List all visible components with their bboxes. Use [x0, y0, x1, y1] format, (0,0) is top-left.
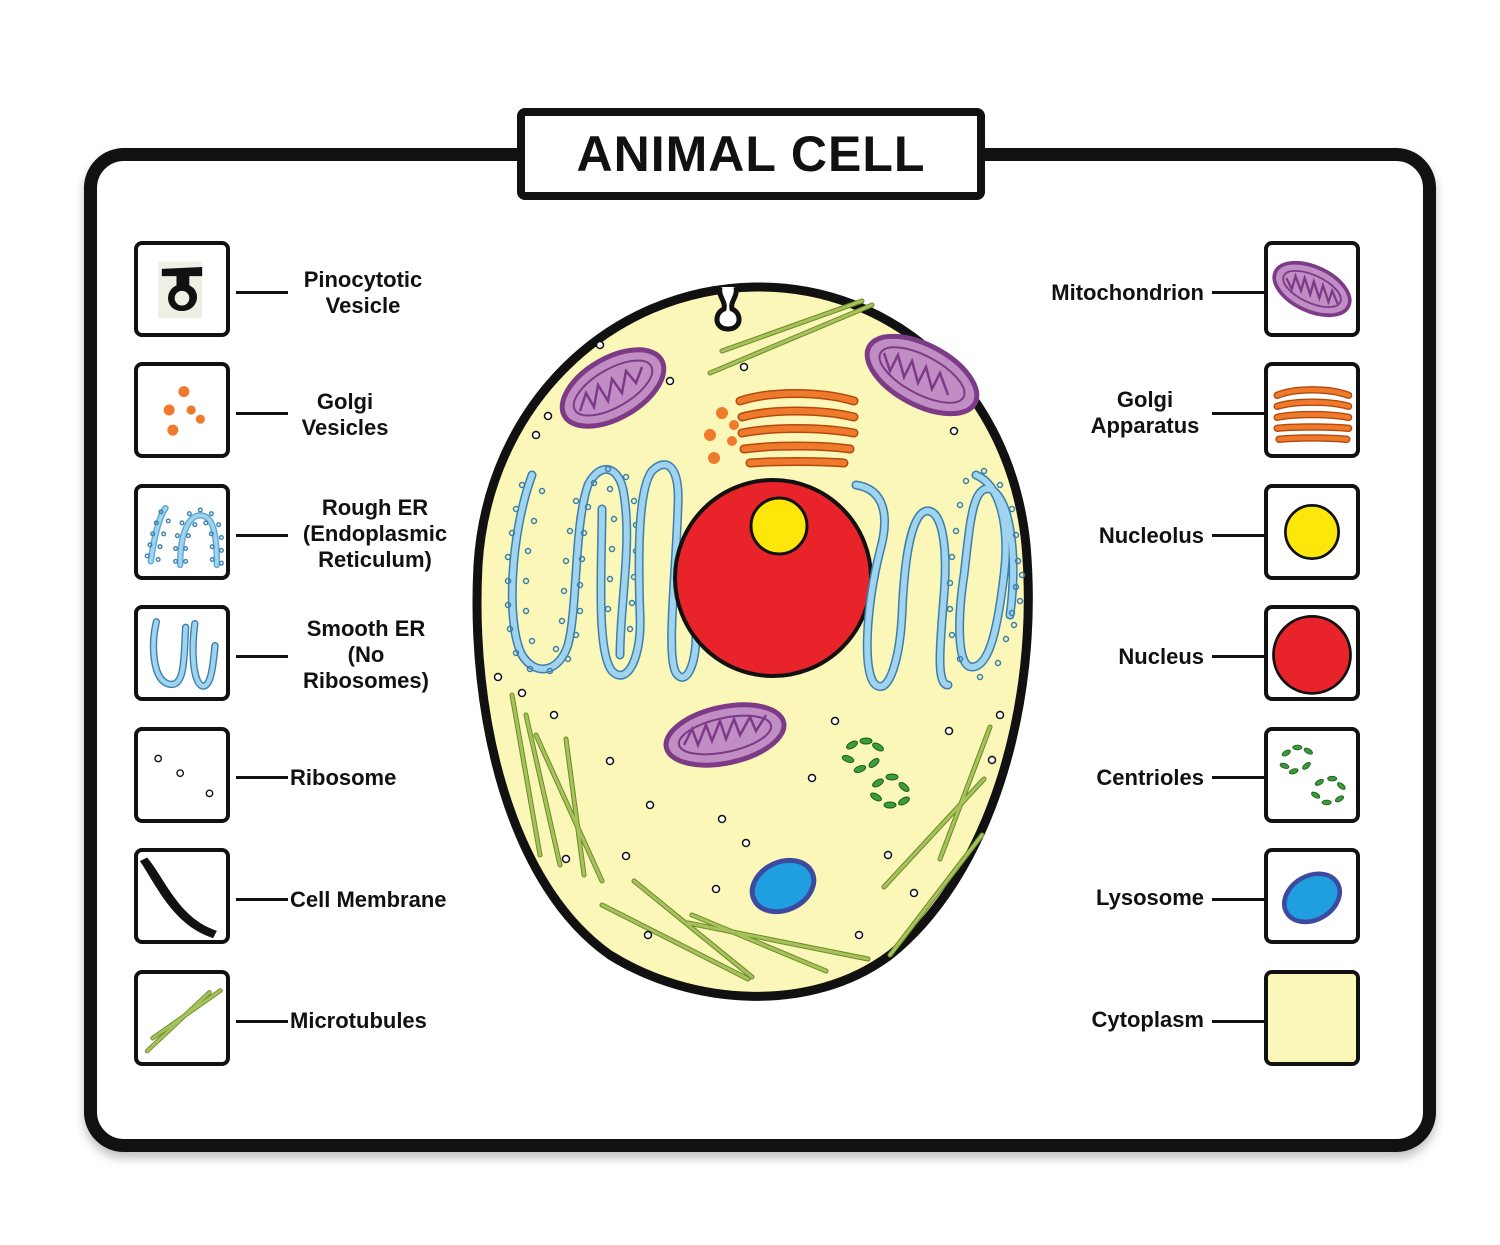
ribosome-icon [154, 754, 214, 798]
golgi-apparatus-icon [1273, 386, 1353, 443]
legend-box-cell-membrane [134, 848, 230, 944]
golgi-vesicles-icon [163, 386, 205, 436]
connector-pinocytotic-vesicle [236, 291, 288, 294]
label-rough-er: Rough ER (Endoplasmic Reticulum) [302, 495, 448, 572]
label-cell-membrane: Cell Membrane [290, 887, 447, 912]
connector-microtubules [236, 1020, 288, 1023]
legend-box-nucleus [1264, 605, 1360, 701]
pinocytotic-vesicle-icon [158, 261, 203, 319]
legend-box-golgi-apparatus [1264, 362, 1360, 458]
label-smooth-er: Smooth ER (No Ribosomes) [303, 616, 429, 693]
label-centrioles: Centrioles [1096, 765, 1204, 790]
connector-golgi-vesicles [236, 412, 288, 415]
centrioles-icon [1279, 744, 1346, 806]
rough-er-left [504, 464, 640, 675]
diagram-title: ANIMAL CELL [576, 126, 926, 182]
label-mitochondrion: Mitochondrion [1051, 280, 1204, 305]
label-golgi-vesicles: Golgi Vesicles [301, 389, 389, 440]
legend-box-lysosome [1264, 848, 1360, 944]
legend-box-microtubules [134, 970, 230, 1066]
smooth-er-left [596, 460, 701, 682]
nucleolus-icon [1284, 504, 1340, 560]
legend-box-centrioles [1264, 727, 1360, 823]
nucleolus [749, 496, 809, 556]
label-cytoplasm: Cytoplasm [1091, 1007, 1204, 1032]
legend-box-ribosome [134, 727, 230, 823]
legend-box-cytoplasm [1264, 970, 1360, 1066]
cell-membrane-icon [139, 857, 217, 939]
connector-ribosome [236, 776, 288, 779]
legend-box-mitochondrion [1264, 241, 1360, 337]
connector-cytoplasm [1212, 1020, 1264, 1023]
legend-box-golgi-vesicles [134, 362, 230, 458]
connector-smooth-er [236, 655, 288, 658]
connector-golgi-apparatus [1212, 412, 1264, 415]
golgi-vesicles [704, 407, 739, 464]
smooth-er-icon [149, 618, 219, 690]
connector-lysosome [1212, 898, 1264, 901]
mitochondrion-icon [1272, 260, 1352, 318]
mitochondrion-upper-right [864, 333, 980, 417]
label-ribosome: Ribosome [290, 765, 397, 790]
connector-rough-er [236, 534, 288, 537]
microtubules-icon [144, 988, 223, 1054]
title-box: ANIMAL CELL [517, 108, 985, 200]
ribosomes [493, 340, 1005, 940]
connector-cell-membrane [236, 898, 288, 901]
rough-er-right [946, 467, 1026, 681]
pinocytotic-vesicle [714, 286, 742, 332]
mitochondrion-lower [663, 702, 787, 768]
golgi-apparatus [735, 389, 859, 468]
legend-box-pinocytotic-vesicle [134, 241, 230, 337]
mitochondrion-upper-left [559, 347, 667, 429]
label-nucleus: Nucleus [1118, 644, 1204, 669]
lysosome-icon [1282, 871, 1342, 925]
rough-er-icon [144, 504, 224, 569]
smooth-er-right [851, 480, 953, 692]
label-nucleolus: Nucleolus [1098, 523, 1204, 548]
legend-box-rough-er [134, 484, 230, 580]
connector-centrioles [1212, 776, 1264, 779]
animal-cell-illustration [472, 282, 1033, 1001]
label-lysosome: Lysosome [1095, 885, 1204, 910]
legend-box-nucleolus [1264, 484, 1360, 580]
nucleus-icon [1272, 614, 1352, 695]
legend-box-smooth-er [134, 605, 230, 701]
centrioles [841, 737, 910, 809]
connector-nucleus [1212, 655, 1264, 658]
connector-nucleolus [1212, 534, 1264, 537]
cytoplasm-icon [1268, 974, 1356, 1062]
connector-mitochondrion [1212, 291, 1264, 294]
label-microtubules: Microtubules [290, 1008, 427, 1033]
lysosome [749, 857, 817, 915]
label-golgi-apparatus: Golgi Apparatus [1090, 387, 1200, 438]
label-pinocytotic-vesicle: Pinocytotic Vesicle [303, 267, 423, 318]
